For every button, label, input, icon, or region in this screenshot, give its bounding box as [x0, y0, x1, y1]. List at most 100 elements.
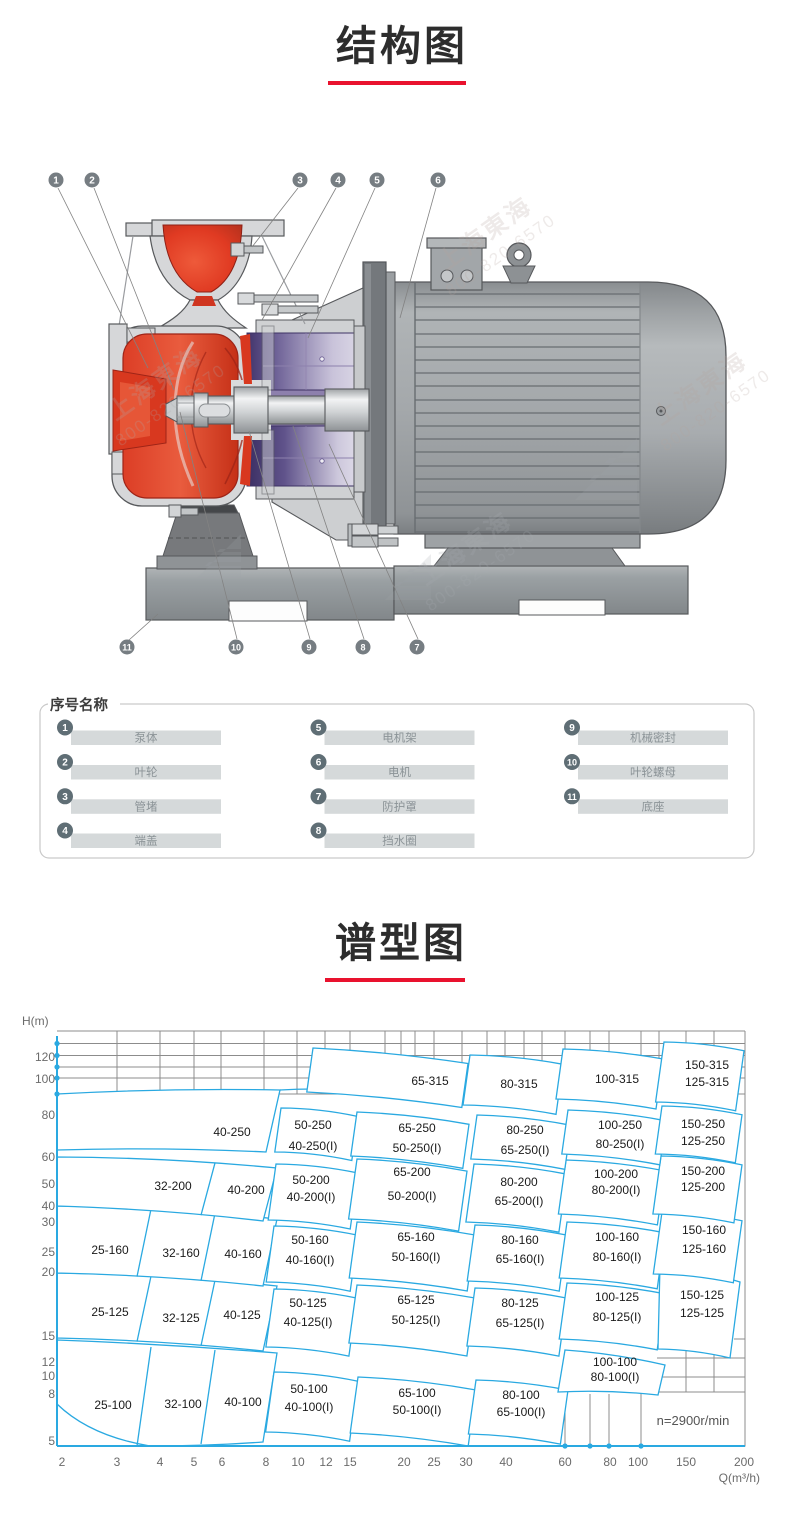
- svg-text:12: 12: [319, 1455, 333, 1469]
- svg-text:10: 10: [291, 1455, 305, 1469]
- svg-text:30: 30: [459, 1455, 473, 1469]
- svg-text:100-315: 100-315: [595, 1072, 639, 1086]
- svg-text:80-250(I): 80-250(I): [596, 1137, 645, 1151]
- svg-text:120: 120: [35, 1050, 55, 1064]
- svg-text:32-200: 32-200: [154, 1179, 192, 1193]
- svg-text:150-125: 150-125: [680, 1288, 724, 1302]
- svg-text:8: 8: [316, 826, 322, 837]
- svg-text:11: 11: [122, 643, 132, 653]
- svg-text:9: 9: [569, 723, 575, 734]
- svg-text:150-200: 150-200: [681, 1164, 725, 1178]
- svg-text:65-125(I): 65-125(I): [496, 1316, 545, 1330]
- svg-text:15: 15: [42, 1329, 56, 1343]
- svg-text:30: 30: [42, 1215, 56, 1229]
- svg-text:5: 5: [191, 1455, 198, 1469]
- svg-text:100: 100: [35, 1072, 55, 1086]
- svg-text:底座: 底座: [642, 799, 665, 813]
- svg-text:10: 10: [567, 758, 577, 768]
- svg-text:4: 4: [62, 826, 68, 837]
- svg-text:15: 15: [343, 1455, 357, 1469]
- svg-text:6: 6: [316, 758, 322, 769]
- svg-text:50-160: 50-160: [291, 1233, 329, 1247]
- svg-text:80: 80: [42, 1108, 56, 1122]
- svg-text:40-125(I): 40-125(I): [284, 1315, 333, 1329]
- svg-text:10: 10: [42, 1369, 56, 1383]
- svg-text:25-100: 25-100: [94, 1398, 132, 1412]
- svg-text:200: 200: [734, 1455, 754, 1469]
- svg-text:20: 20: [42, 1265, 56, 1279]
- svg-text:7: 7: [414, 643, 419, 653]
- svg-text:40-160: 40-160: [224, 1247, 262, 1261]
- svg-text:4: 4: [157, 1455, 164, 1469]
- svg-text:40: 40: [499, 1455, 513, 1469]
- svg-text:2: 2: [62, 758, 68, 769]
- svg-text:管堵: 管堵: [135, 799, 158, 813]
- svg-text:40-200(I): 40-200(I): [287, 1190, 336, 1204]
- svg-text:H(m): H(m): [22, 1014, 49, 1028]
- svg-text:80-160: 80-160: [501, 1233, 539, 1247]
- svg-text:65-250: 65-250: [398, 1121, 436, 1135]
- svg-text:125-160: 125-160: [682, 1242, 726, 1256]
- svg-text:40-250: 40-250: [213, 1125, 251, 1139]
- svg-text:结构图: 结构图: [336, 23, 468, 69]
- svg-text:125-250: 125-250: [681, 1134, 725, 1148]
- svg-text:2: 2: [59, 1455, 66, 1469]
- svg-text:电机: 电机: [388, 765, 411, 779]
- svg-text:65-100: 65-100: [398, 1386, 436, 1400]
- svg-text:机械密封: 机械密封: [630, 731, 676, 745]
- svg-text:8: 8: [360, 643, 365, 653]
- svg-text:65-250(I): 65-250(I): [501, 1143, 550, 1157]
- svg-text:100-160: 100-160: [595, 1230, 639, 1244]
- svg-text:12: 12: [42, 1355, 56, 1369]
- svg-text:端盖: 端盖: [135, 834, 158, 848]
- svg-text:50: 50: [42, 1177, 56, 1191]
- svg-text:3: 3: [114, 1455, 121, 1469]
- svg-text:40-160(I): 40-160(I): [286, 1253, 335, 1267]
- svg-text:25-160: 25-160: [91, 1243, 129, 1257]
- svg-text:电机架: 电机架: [382, 731, 417, 745]
- svg-text:25: 25: [427, 1455, 441, 1469]
- svg-text:50-200(I): 50-200(I): [388, 1189, 437, 1203]
- svg-text:100-125: 100-125: [595, 1290, 639, 1304]
- svg-text:80-125(I): 80-125(I): [593, 1310, 642, 1324]
- svg-text:50-125: 50-125: [289, 1296, 327, 1310]
- svg-text:150-160: 150-160: [682, 1223, 726, 1237]
- svg-text:100: 100: [628, 1455, 648, 1469]
- svg-text:150-315: 150-315: [685, 1058, 729, 1072]
- svg-text:65-125: 65-125: [397, 1293, 435, 1307]
- svg-text:2: 2: [89, 176, 95, 187]
- svg-text:序号名称: 序号名称: [50, 696, 108, 714]
- svg-text:n=2900r/min: n=2900r/min: [657, 1413, 730, 1428]
- svg-text:1: 1: [53, 176, 59, 187]
- svg-text:80: 80: [603, 1455, 617, 1469]
- svg-text:50-250: 50-250: [294, 1118, 332, 1132]
- svg-text:65-200(I): 65-200(I): [495, 1194, 544, 1208]
- svg-text:80-100: 80-100: [502, 1388, 540, 1402]
- svg-text:125-200: 125-200: [681, 1180, 725, 1194]
- svg-text:50-200: 50-200: [292, 1173, 330, 1187]
- svg-text:挡水圈: 挡水圈: [382, 834, 417, 848]
- svg-text:50-100(I): 50-100(I): [393, 1403, 442, 1417]
- svg-text:3: 3: [297, 176, 303, 187]
- svg-text:6: 6: [435, 176, 441, 187]
- svg-text:20: 20: [397, 1455, 411, 1469]
- svg-text:叶轮螺母: 叶轮螺母: [630, 765, 676, 779]
- svg-text:100-250: 100-250: [598, 1118, 642, 1132]
- svg-text:9: 9: [306, 643, 311, 653]
- svg-text:65-100(I): 65-100(I): [497, 1405, 546, 1419]
- svg-text:40-100(I): 40-100(I): [285, 1400, 334, 1414]
- svg-text:32-100: 32-100: [164, 1397, 202, 1411]
- svg-text:65-315: 65-315: [411, 1074, 449, 1088]
- svg-text:7: 7: [316, 792, 322, 803]
- svg-text:11: 11: [567, 792, 577, 802]
- svg-text:40: 40: [42, 1199, 56, 1213]
- svg-text:10: 10: [231, 643, 241, 653]
- svg-text:40-250(I): 40-250(I): [289, 1139, 338, 1153]
- svg-text:65-200: 65-200: [393, 1165, 431, 1179]
- svg-text:65-160(I): 65-160(I): [496, 1252, 545, 1266]
- svg-text:40-200: 40-200: [227, 1183, 265, 1197]
- svg-text:150: 150: [676, 1455, 696, 1469]
- svg-text:防护罩: 防护罩: [382, 799, 417, 813]
- svg-text:80-200(I): 80-200(I): [592, 1183, 641, 1197]
- svg-text:80-250: 80-250: [506, 1123, 544, 1137]
